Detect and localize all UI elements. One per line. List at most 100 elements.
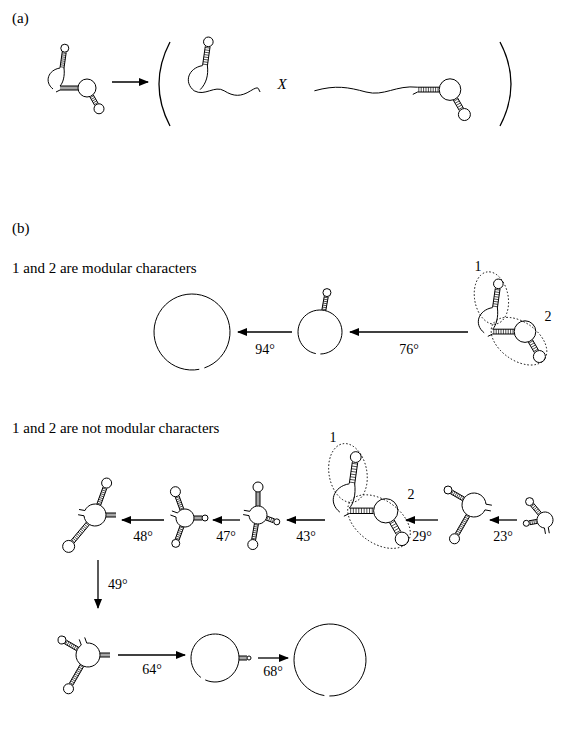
base-pairs (107, 513, 115, 517)
helix-stem (194, 516, 202, 520)
hairpin-loop (350, 452, 361, 463)
bracket (159, 42, 170, 126)
hairpin-loop (323, 289, 331, 297)
strand-end (85, 637, 87, 643)
transition-arrow (406, 519, 438, 520)
strand (48, 68, 60, 89)
hairpin-loop (444, 486, 452, 494)
hairpin-loop (94, 104, 104, 114)
rna-structure (444, 486, 492, 544)
hairpin-loop (253, 482, 263, 492)
base-pairs (454, 99, 463, 110)
transition-arrow (118, 654, 185, 655)
strand (314, 87, 417, 93)
helix-stem (529, 519, 538, 524)
caption: 1 and 2 are modular characters (12, 260, 197, 277)
base-pairs (60, 53, 66, 67)
strand-end (485, 510, 491, 511)
helix-stem (256, 492, 260, 506)
strand-end (56, 90, 60, 92)
hairpin-loop (202, 515, 208, 521)
strand-end (548, 527, 549, 533)
transition-arrow (350, 331, 468, 332)
rna-structure (243, 482, 280, 550)
transition-arrow (97, 560, 98, 608)
base-pairs (493, 289, 500, 306)
hairpin-loop (523, 520, 529, 526)
hairpin-loop (494, 279, 504, 289)
strand-end (170, 515, 176, 517)
helix-stem (239, 656, 247, 660)
base-pairs (267, 517, 274, 523)
loop (298, 310, 342, 354)
rna-structure (470, 269, 555, 375)
strand-end (486, 504, 492, 505)
base-pairs (530, 520, 537, 525)
angle-label: 48° (133, 529, 153, 544)
multi-loop (76, 643, 100, 667)
base-pairs (97, 488, 106, 504)
cross-symbol: X (277, 76, 286, 93)
base-pairs (176, 527, 184, 540)
base-pairs (419, 87, 438, 92)
base-pairs (203, 47, 210, 64)
helix-stem (349, 462, 357, 484)
helix-stem (322, 296, 328, 310)
strand-end (78, 515, 84, 516)
strand-end (79, 509, 85, 510)
angle-label: 76° (399, 342, 419, 357)
hairpin-loop (526, 498, 534, 506)
transition-arrow (112, 81, 148, 82)
base-pairs (252, 525, 258, 539)
rna-structure (314, 79, 470, 121)
angle-label: 47° (216, 529, 236, 544)
transition-arrow (490, 519, 517, 520)
helix-stem (69, 664, 83, 685)
strand (493, 308, 498, 330)
helix-stem (175, 526, 184, 541)
hairpin-loop (61, 44, 69, 52)
helix-stem (450, 490, 464, 500)
multi-loop (249, 506, 267, 524)
strand (200, 66, 208, 90)
loop (294, 624, 366, 696)
hairpin-loop (64, 684, 74, 694)
rna-structure (523, 498, 553, 534)
base-pairs (70, 665, 83, 684)
caption: 1 and 2 are not modular characters (12, 420, 219, 437)
strand-end (413, 92, 418, 94)
base-pairs (240, 656, 246, 660)
angle-label: 43° (296, 529, 316, 544)
hairpin-loop (458, 109, 470, 121)
panel-label: (b) (12, 220, 30, 237)
base-pairs (531, 504, 540, 514)
strand-end (243, 515, 249, 516)
helix-stem (100, 653, 110, 657)
module-number: 1 (330, 430, 337, 445)
angle-label: 64° (142, 662, 162, 677)
helix-stem (349, 508, 373, 513)
base-pairs (456, 515, 469, 534)
loop (191, 634, 239, 682)
base-pairs (529, 341, 538, 352)
module-outline (470, 269, 512, 327)
module-outline (338, 484, 420, 560)
helix-stem (64, 640, 78, 650)
helix-stem (493, 329, 515, 334)
hairpin-loop (204, 37, 214, 47)
module-outline (482, 308, 555, 375)
helix-stem (71, 522, 89, 543)
base-pairs (256, 493, 260, 505)
helix-stem (106, 513, 116, 517)
transition-arrow (238, 331, 292, 332)
hairpin-loop (248, 540, 258, 550)
strand (188, 66, 260, 96)
rna-structure (324, 440, 420, 559)
transition-arrow (258, 657, 288, 658)
base-pairs (101, 653, 109, 657)
hairpin-loop (439, 79, 461, 101)
hairpin-loop (247, 656, 251, 660)
hairpin-loop (514, 321, 536, 343)
